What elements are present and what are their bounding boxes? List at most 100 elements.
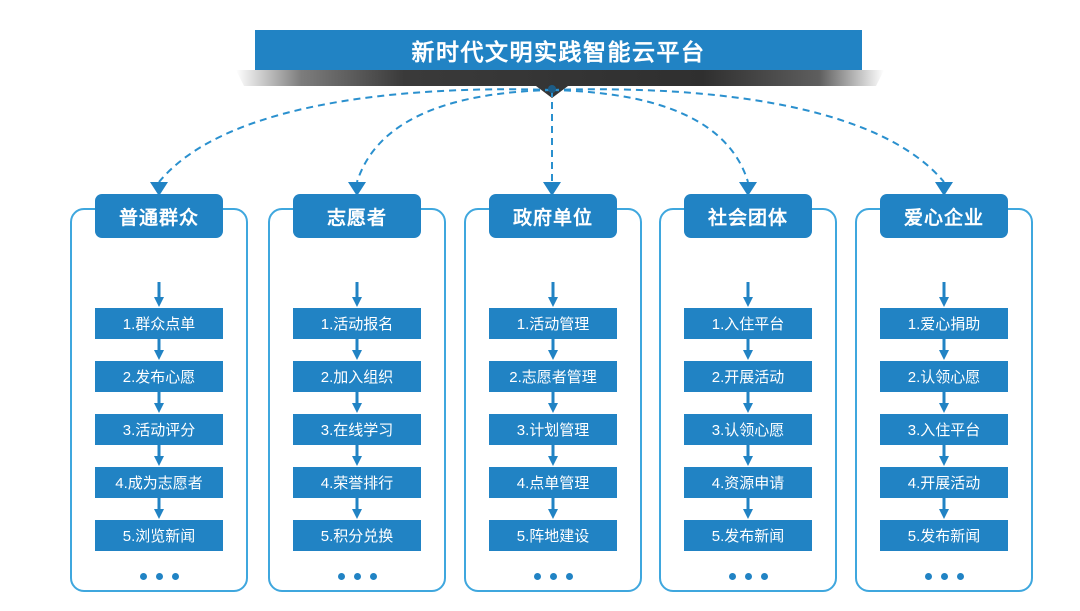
- down-arrow-icon: [352, 282, 362, 307]
- down-arrow-icon: [352, 339, 362, 360]
- ellipsis-dot: [728, 573, 736, 580]
- step-item-1-4[interactable]: 4.成为志愿者: [95, 467, 223, 498]
- ellipsis-dot: [353, 573, 361, 580]
- down-arrow-icon: [548, 392, 558, 413]
- column-title-badge-3[interactable]: 政府单位: [489, 194, 617, 238]
- connector-to-column-2: [356, 89, 553, 183]
- step-item-3-3[interactable]: 3.计划管理: [489, 414, 617, 445]
- platform-title-text: 新时代文明实践智能云平台: [411, 39, 706, 65]
- more-items-ellipsis-5[interactable]: [924, 573, 964, 580]
- more-items-ellipsis-2[interactable]: [337, 573, 377, 580]
- step-item-4-3[interactable]: 3.认领心愿: [684, 414, 812, 445]
- down-arrow-icon: [548, 339, 558, 360]
- down-arrow-icon: [154, 392, 164, 413]
- step-item-label: 5.发布新闻: [907, 528, 981, 545]
- down-arrow-icon: [154, 282, 164, 307]
- connector-hub-dot: [548, 85, 556, 93]
- column-items-3: 1.活动管理 2.志愿者管理 3.计划管理 4.点单管理 5.阵地建设: [466, 282, 640, 580]
- ellipsis-dot: [139, 573, 147, 580]
- down-arrow-icon: [939, 498, 949, 519]
- ellipsis-dot: [155, 573, 163, 580]
- down-arrow-icon: [939, 445, 949, 466]
- step-item-3-2[interactable]: 2.志愿者管理: [489, 361, 617, 392]
- ellipsis-dot: [565, 573, 573, 580]
- step-item-2-4[interactable]: 4.荣誉排行: [293, 467, 421, 498]
- column-title-text-4: 社会团体: [707, 207, 788, 229]
- down-arrow-icon: [352, 392, 362, 413]
- down-arrow-icon: [352, 498, 362, 519]
- step-item-1-3[interactable]: 3.活动评分: [95, 414, 223, 445]
- ellipsis-dot: [744, 573, 752, 580]
- column-title-text-1: 普通群众: [118, 207, 199, 229]
- column-title-badge-1[interactable]: 普通群众: [95, 194, 223, 238]
- step-item-4-1[interactable]: 1.入住平台: [684, 308, 812, 339]
- step-item-label: 5.发布新闻: [711, 528, 785, 545]
- step-item-2-3[interactable]: 3.在线学习: [293, 414, 421, 445]
- connector-to-column-4: [551, 89, 749, 183]
- step-item-label: 3.入住平台: [907, 422, 981, 439]
- column-items-5: 1.爱心捐助 2.认领心愿 3.入住平台 4.开展活动 5.发布新闻: [857, 282, 1031, 580]
- step-item-5-1[interactable]: 1.爱心捐助: [880, 308, 1008, 339]
- ellipsis-dot: [549, 573, 557, 580]
- step-item-label: 2.发布心愿: [122, 369, 196, 386]
- column-card-5[interactable]: 爱心企业 1.爱心捐助 2.认领心愿 3.入住平台 4.开展活动 5.发布新闻: [855, 194, 1033, 592]
- step-item-label: 4.开展活动: [907, 475, 981, 492]
- step-item-label: 3.在线学习: [320, 422, 394, 439]
- step-item-5-2[interactable]: 2.认领心愿: [880, 361, 1008, 392]
- step-item-label: 2.认领心愿: [907, 369, 981, 386]
- step-item-label: 5.浏览新闻: [122, 528, 196, 545]
- platform-title-bar: 新时代文明实践智能云平台: [255, 30, 862, 70]
- down-arrow-icon: [743, 498, 753, 519]
- step-item-4-4[interactable]: 4.资源申请: [684, 467, 812, 498]
- step-item-2-2[interactable]: 2.加入组织: [293, 361, 421, 392]
- step-item-2-5[interactable]: 5.积分兑换: [293, 520, 421, 551]
- step-item-label: 1.群众点单: [122, 316, 196, 333]
- step-item-1-2[interactable]: 2.发布心愿: [95, 361, 223, 392]
- column-title-text-5: 爱心企业: [903, 207, 984, 229]
- down-arrow-icon: [743, 445, 753, 466]
- step-item-5-4[interactable]: 4.开展活动: [880, 467, 1008, 498]
- step-item-1-1[interactable]: 1.群众点单: [95, 308, 223, 339]
- down-arrow-icon: [548, 445, 558, 466]
- step-item-label: 3.认领心愿: [711, 422, 785, 439]
- down-arrow-icon: [352, 445, 362, 466]
- step-item-3-1[interactable]: 1.活动管理: [489, 308, 617, 339]
- column-title-badge-5[interactable]: 爱心企业: [880, 194, 1008, 238]
- down-arrow-icon: [548, 282, 558, 307]
- more-items-ellipsis-1[interactable]: [139, 573, 179, 580]
- column-items-1: 1.群众点单 2.发布心愿 3.活动评分 4.成为志愿者 5.浏览新闻: [72, 282, 246, 580]
- column-card-4[interactable]: 社会团体 1.入住平台 2.开展活动 3.认领心愿 4.资源申请 5.发布新闻: [659, 194, 837, 592]
- step-item-label: 1.活动报名: [320, 316, 394, 333]
- step-item-4-5[interactable]: 5.发布新闻: [684, 520, 812, 551]
- more-items-ellipsis-4[interactable]: [728, 573, 768, 580]
- step-item-label: 2.志愿者管理: [509, 369, 597, 386]
- step-item-5-3[interactable]: 3.入住平台: [880, 414, 1008, 445]
- column-title-text-2: 志愿者: [326, 207, 387, 229]
- ellipsis-dot: [533, 573, 541, 580]
- more-items-ellipsis-3[interactable]: [533, 573, 573, 580]
- down-arrow-icon: [548, 498, 558, 519]
- step-item-label: 3.计划管理: [516, 422, 590, 439]
- column-card-3[interactable]: 政府单位 1.活动管理 2.志愿者管理 3.计划管理 4.点单管理 5.阵地建设: [464, 194, 642, 592]
- step-item-4-2[interactable]: 2.开展活动: [684, 361, 812, 392]
- step-item-label: 3.活动评分: [122, 422, 196, 439]
- column-items-4: 1.入住平台 2.开展活动 3.认领心愿 4.资源申请 5.发布新闻: [661, 282, 835, 580]
- column-card-2[interactable]: 志愿者 1.活动报名 2.加入组织 3.在线学习 4.荣誉排行 5.积分兑换: [268, 194, 446, 592]
- step-item-3-5[interactable]: 5.阵地建设: [489, 520, 617, 551]
- step-item-2-1[interactable]: 1.活动报名: [293, 308, 421, 339]
- ellipsis-dot: [956, 573, 964, 580]
- step-item-5-5[interactable]: 5.发布新闻: [880, 520, 1008, 551]
- column-card-1[interactable]: 普通群众 1.群众点单 2.发布心愿 3.活动评分 4.成为志愿者 5.浏览新闻: [70, 194, 248, 592]
- column-items-2: 1.活动报名 2.加入组织 3.在线学习 4.荣誉排行 5.积分兑换: [270, 282, 444, 580]
- step-item-label: 1.爱心捐助: [907, 316, 981, 333]
- step-item-3-4[interactable]: 4.点单管理: [489, 467, 617, 498]
- column-title-badge-2[interactable]: 志愿者: [293, 194, 421, 238]
- down-arrow-icon: [743, 282, 753, 307]
- connector-to-column-1: [158, 88, 553, 183]
- ellipsis-dot: [924, 573, 932, 580]
- ellipsis-dot: [940, 573, 948, 580]
- step-item-label: 4.成为志愿者: [115, 475, 203, 492]
- column-title-badge-4[interactable]: 社会团体: [684, 194, 812, 238]
- step-item-1-5[interactable]: 5.浏览新闻: [95, 520, 223, 551]
